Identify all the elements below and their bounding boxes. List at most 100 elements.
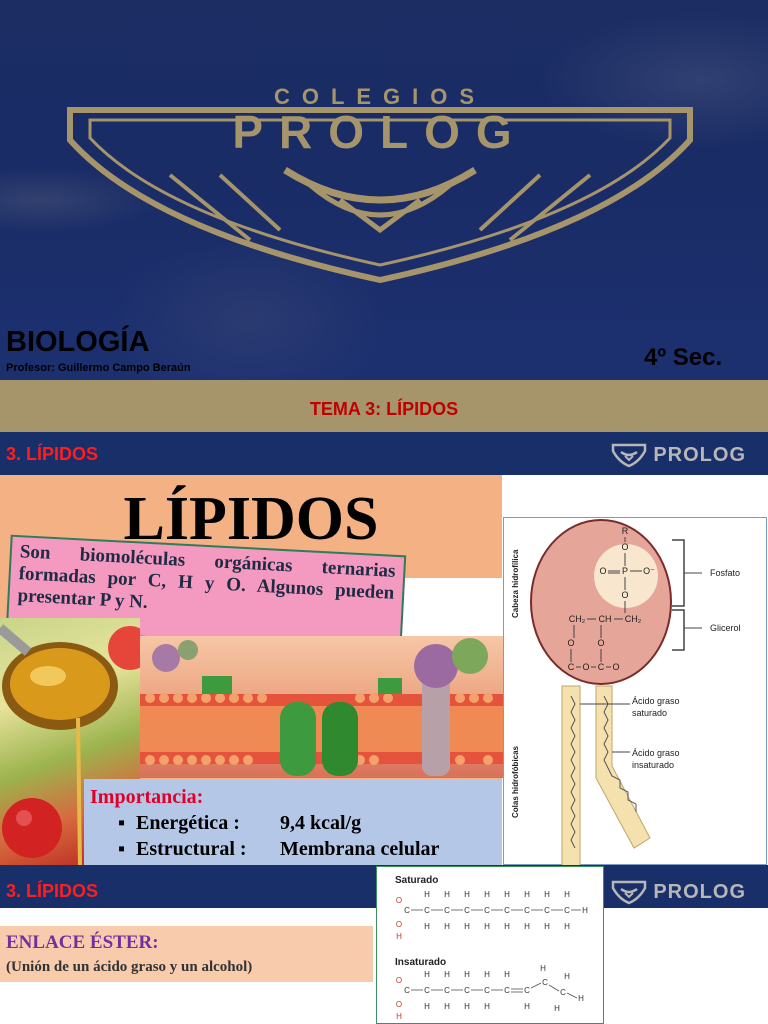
cell-membrane-illustration [140, 636, 503, 778]
svg-text:H: H [484, 970, 490, 979]
atom-o: O [582, 662, 589, 672]
svg-text:H: H [578, 994, 584, 1003]
svg-text:C: C [424, 986, 430, 995]
cover-slide: COLEGIOS PROLOG BIOLOGÍA Profesor: Guill… [0, 0, 768, 432]
importance-title: Importancia: [90, 786, 204, 808]
atom-ch: CH [599, 614, 612, 624]
atom-o: O [567, 638, 574, 648]
slide3-header-title: 3. LÍPIDOS [6, 881, 99, 901]
ester-title: ENLACE ÉSTER: [6, 932, 159, 953]
svg-text:H: H [424, 890, 430, 899]
tails-label: Colas hidrofóbicas [511, 745, 520, 818]
svg-text:C: C [444, 986, 450, 995]
atom-o: O [612, 662, 619, 672]
grade-label: 4º Sec. [644, 344, 723, 371]
svg-text:O: O [396, 920, 402, 929]
item-value: Membrana celular [280, 838, 440, 860]
svg-text:H: H [444, 890, 450, 899]
prolog-emblem-icon [612, 443, 647, 468]
svg-text:H: H [544, 922, 550, 931]
atom-c: C [598, 662, 605, 672]
saturated-label-2: saturado [632, 708, 667, 718]
svg-text:C: C [404, 906, 410, 915]
svg-text:H: H [444, 1002, 450, 1011]
svg-text:C: C [424, 906, 430, 915]
svg-text:C: C [544, 906, 550, 915]
svg-text:H: H [564, 890, 570, 899]
svg-text:C: C [504, 906, 510, 915]
svg-text:H: H [504, 890, 510, 899]
svg-text:H: H [464, 970, 470, 979]
svg-text:H: H [554, 1004, 560, 1013]
svg-text:H: H [484, 1002, 490, 1011]
saturated-chain: C CHH CHH CHH CHH CHH CHH CHH CHH H O O … [396, 890, 588, 941]
svg-text:H: H [564, 922, 570, 931]
atom-o: O [621, 542, 628, 552]
svg-text:H: H [396, 1012, 402, 1021]
svg-text:C: C [504, 986, 510, 995]
svg-text:H: H [424, 970, 430, 979]
phospholipid-diagram: R O O P O⁻ O CH₂ CH CH₂ O O C O C O [503, 517, 767, 867]
brand-word: PROLOG [653, 443, 746, 466]
head-label: Cabeza hidrofílica [511, 549, 520, 618]
unsaturated-label-2: insaturado [632, 760, 674, 770]
atom-c: C [568, 662, 575, 672]
logo-main-text: PROLOG [232, 106, 527, 158]
svg-text:H: H [444, 922, 450, 931]
svg-text:C: C [560, 988, 566, 997]
atom-o: O [621, 590, 628, 600]
bullet-icon: ▪ [118, 812, 126, 834]
atom-r: R [622, 526, 629, 536]
svg-text:C: C [524, 986, 530, 995]
svg-text:H: H [424, 1002, 430, 1011]
svg-text:C: C [484, 906, 490, 915]
svg-text:C: C [464, 906, 470, 915]
svg-text:H: H [444, 970, 450, 979]
lipidos-title: LÍPIDOS [123, 485, 379, 553]
svg-text:H: H [504, 922, 510, 931]
importance-item-energetic: ▪Energética :9,4 kcal/g [118, 812, 361, 835]
bullet-icon: ▪ [118, 838, 126, 860]
svg-text:H: H [424, 922, 430, 931]
svg-text:C: C [524, 906, 530, 915]
svg-text:O: O [396, 896, 402, 905]
prolog-crest-logo: COLEGIOS PROLOG [67, 84, 693, 284]
svg-text:H: H [396, 932, 402, 941]
glycerol-label: Glicerol [710, 623, 741, 633]
svg-text:H: H [504, 970, 510, 979]
svg-text:H: H [464, 922, 470, 931]
unsaturated-chain: C CHH CHH CHH CHH CH CH CH CHH H O O H [396, 964, 584, 1021]
svg-text:H: H [540, 964, 546, 973]
slide2-brand: PROLOG [611, 442, 746, 468]
logo-top-text: COLEGIOS [274, 84, 486, 109]
topic-bar [0, 380, 768, 432]
svg-text:H: H [464, 1002, 470, 1011]
atom-ch2: CH₂ [569, 614, 586, 624]
unsaturated-label-1: Ácido graso [632, 748, 680, 758]
svg-text:H: H [582, 906, 588, 915]
atom-ch2: CH₂ [625, 614, 642, 624]
atom-p: P [622, 566, 628, 576]
importance-item-structural: ▪Estructural :Membrana celular [118, 838, 439, 861]
svg-text:C: C [484, 986, 490, 995]
subject-title: BIOLOGÍA [6, 326, 150, 358]
topic-title: TEMA 3: LÍPIDOS [309, 399, 459, 419]
atom-o: O [599, 566, 606, 576]
teacher-name: Profesor: Guillermo Campo Beraún [6, 362, 191, 374]
svg-text:H: H [524, 922, 530, 931]
svg-text:H: H [524, 1002, 530, 1011]
svg-text:C: C [444, 906, 450, 915]
svg-text:C: C [404, 986, 410, 995]
item-value: 9,4 kcal/g [280, 812, 362, 834]
svg-text:C: C [542, 978, 548, 987]
slide3-brand: PROLOG [611, 879, 746, 905]
svg-text:O: O [396, 976, 402, 985]
atom-o: O [597, 638, 604, 648]
white-strip [400, 578, 502, 636]
svg-text:O: O [396, 1000, 402, 1009]
svg-text:C: C [564, 906, 570, 915]
svg-text:H: H [484, 922, 490, 931]
svg-text:C: C [464, 986, 470, 995]
atom-o-minus: O⁻ [643, 566, 655, 576]
prolog-emblem-icon [612, 880, 647, 905]
